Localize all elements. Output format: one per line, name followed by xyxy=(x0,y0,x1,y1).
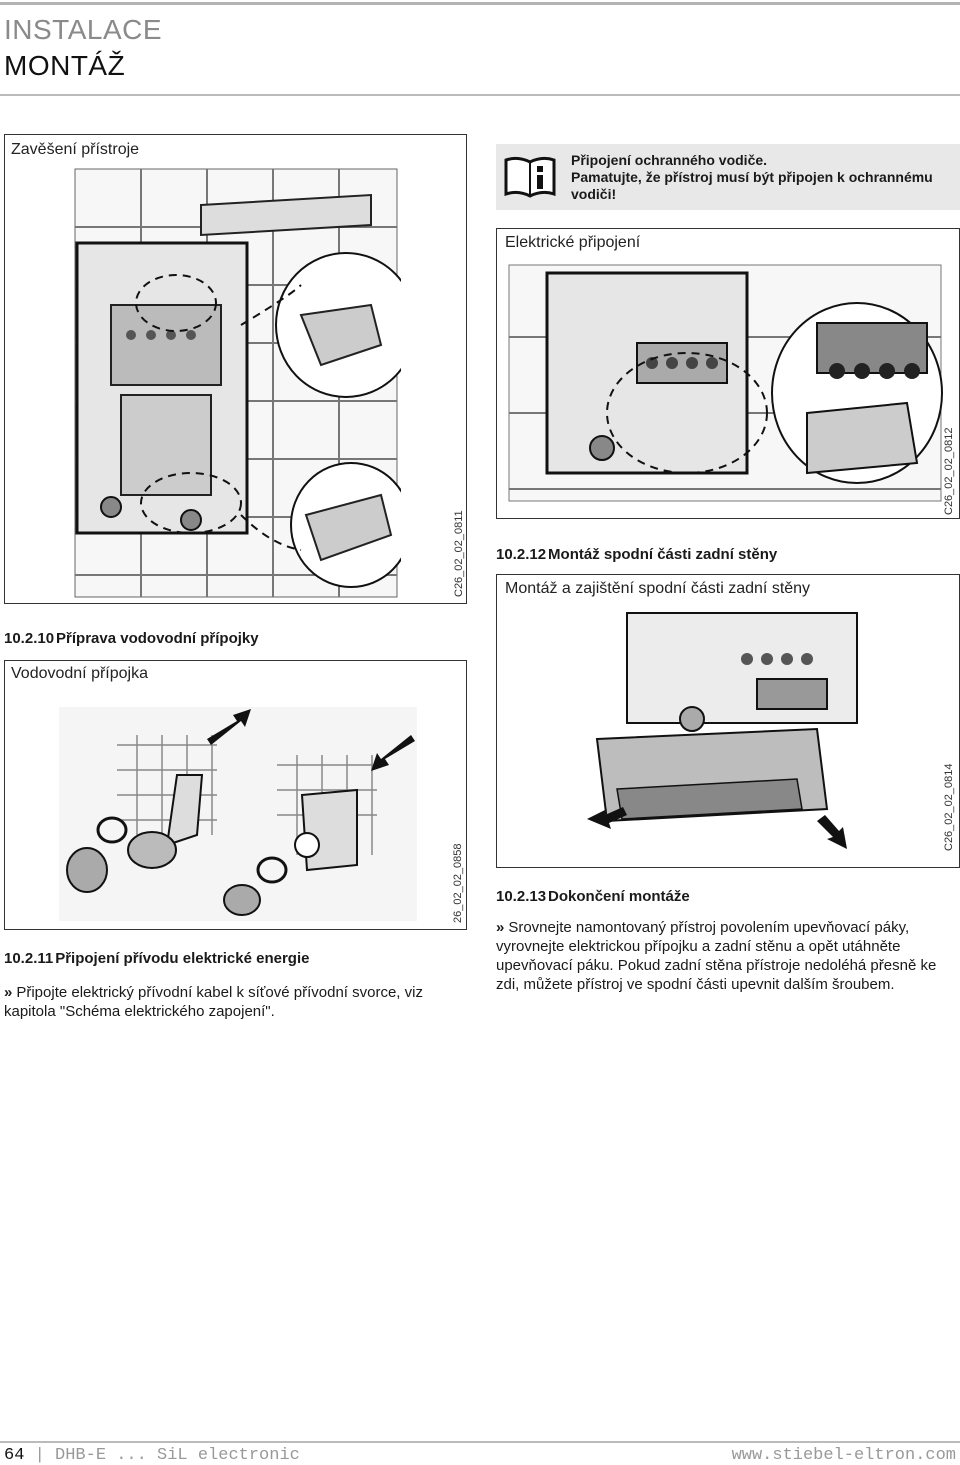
info-title: Připojení ochranného vodiče. xyxy=(571,152,768,168)
figure-back-wall-code: C26_02_02_0814 xyxy=(943,763,955,851)
heading-10-2-11-number: 10.2.11 xyxy=(4,950,54,967)
page-title: MONTÁŽ xyxy=(4,50,126,81)
figure-back-wall-caption: Montáž a zajištění spodní části zadní st… xyxy=(505,580,811,597)
figure-back-wall: Montáž a zajištění spodní části zadní st… xyxy=(496,574,960,868)
header-rule xyxy=(0,94,960,96)
heading-10-2-10-number: 10.2.10 xyxy=(4,630,55,647)
heading-10-2-10-title: Příprava vodovodní přípojky xyxy=(56,630,259,647)
appliance-hanging-illustration xyxy=(74,168,401,598)
figure-hanging: Zavěšení přístroje C26_02_02_0811 xyxy=(4,134,467,604)
heading-10-2-11-title: Připojení přívodu elektrické energie xyxy=(55,950,310,967)
water-connection-illustration xyxy=(59,707,417,921)
paragraph-10-2-13: »Srovnejte namontovaný přístroj povolení… xyxy=(496,918,958,994)
figure-electrical-code: C26_02_02_0812 xyxy=(943,427,955,515)
header-category: INSTALACE xyxy=(4,14,163,45)
footer-url[interactable]: www.stiebel-eltron.com xyxy=(731,1446,956,1465)
figure-hanging-caption: Zavěšení přístroje xyxy=(11,141,140,158)
text-10-2-11: Připojte elektrický přívodní kabel k síť… xyxy=(4,984,423,1020)
footer-left: 64 | DHB-E ... SiL electronic xyxy=(4,1446,300,1465)
page-number: 64 xyxy=(4,1446,25,1465)
heading-10-2-12-title: Montáž spodní části zadní stěny xyxy=(548,546,778,563)
info-text: Pamatujte, že přístroj musí být připojen… xyxy=(571,169,933,202)
figure-hanging-code: C26_02_02_0811 xyxy=(453,510,465,597)
bullet-10-2-13: » xyxy=(496,919,505,936)
text-10-2-13: Srovnejte namontovaný přístroj povolením… xyxy=(496,919,937,993)
info-book-icon xyxy=(504,156,556,198)
figure-water: Vodovodní přípojka 26_02_02_0858 xyxy=(4,660,467,930)
bullet-10-2-11: » xyxy=(4,984,13,1001)
figure-water-caption: Vodovodní přípojka xyxy=(11,665,148,682)
footer-separator: | xyxy=(34,1446,45,1465)
info-box: Připojení ochranného vodiče. Pamatujte, … xyxy=(496,144,960,210)
footer-product: DHB-E ... SiL electronic xyxy=(55,1446,300,1465)
top-rule xyxy=(0,2,960,5)
footer-rule xyxy=(0,1441,960,1443)
electrical-connection-illustration xyxy=(508,264,943,502)
paragraph-10-2-11: »Připojte elektrický přívodní kabel k sí… xyxy=(4,983,466,1021)
heading-10-2-13-number: 10.2.13 xyxy=(496,888,547,905)
heading-10-2-12-number: 10.2.12 xyxy=(496,546,547,563)
figure-water-code: 26_02_02_0858 xyxy=(452,843,464,923)
heading-10-2-13-title: Dokončení montáže xyxy=(548,888,690,905)
figure-electrical-caption: Elektrické připojení xyxy=(505,234,641,251)
figure-electrical: Elektrické připojení C26_02_02_0812 xyxy=(496,228,960,519)
back-wall-mounting-illustration xyxy=(587,612,858,849)
